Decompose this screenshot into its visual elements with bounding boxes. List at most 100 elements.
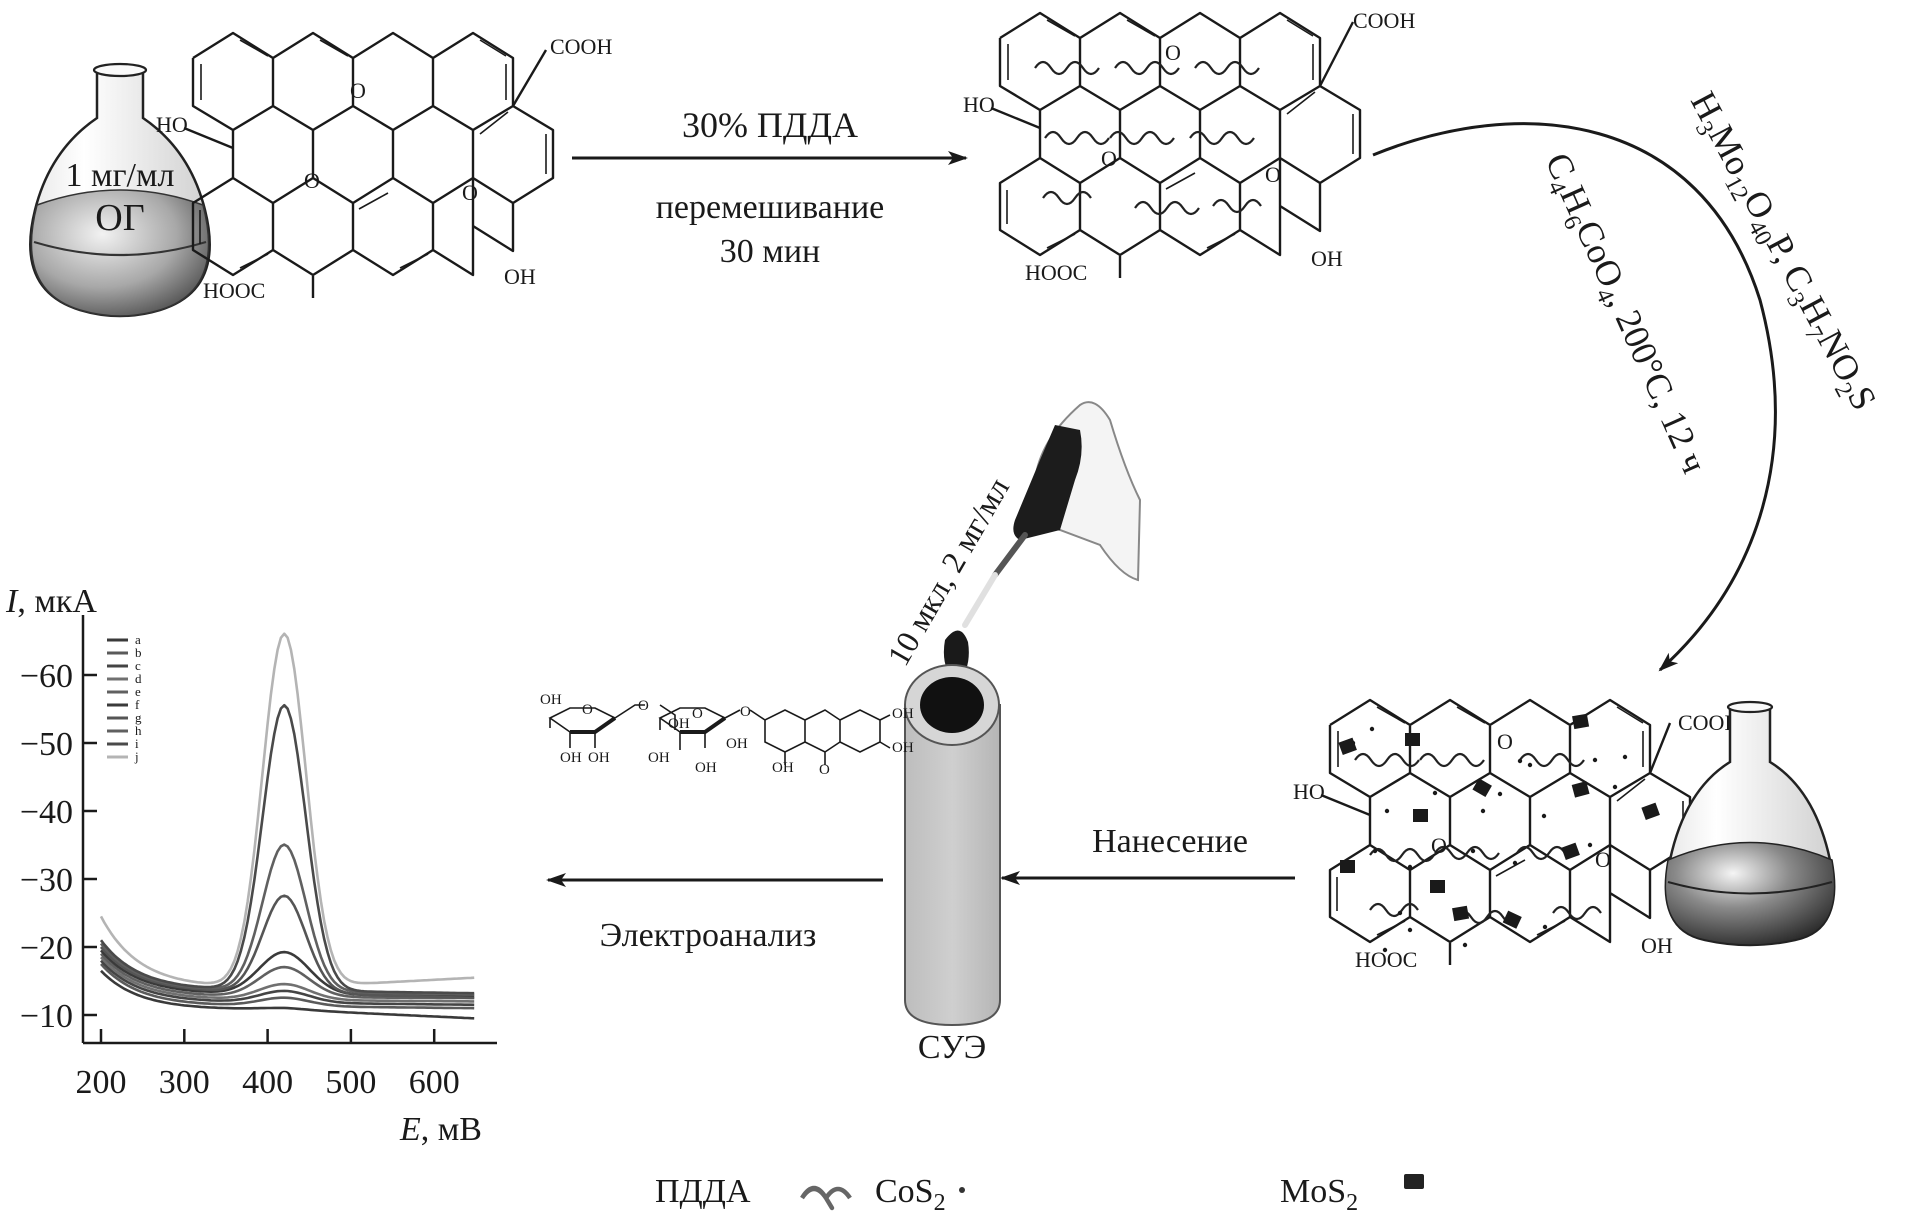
molecule-group: O (692, 706, 703, 722)
group-epoxide-o: O (1165, 40, 1181, 65)
group-epoxide-o: O (1265, 162, 1281, 187)
group-epoxide-o: O (1101, 146, 1117, 171)
x-tick-label: 600 (409, 1064, 460, 1101)
x-tick-label: 200 (76, 1064, 127, 1101)
y-tick-label: −50 (20, 726, 73, 763)
flask-concentration-label: 1 мг/мл (66, 157, 175, 194)
group-hooc: HOOC (203, 278, 265, 303)
x-axis-label: E, мВ (399, 1111, 482, 1148)
arrow-deposition: Нанесение (1000, 823, 1295, 885)
composite-structure: COOH HO O O O HOOC OH (1293, 698, 1740, 972)
molecule-group: OH (560, 750, 582, 766)
series-line-g (100, 894, 475, 1000)
legend-label-i: i (135, 736, 139, 751)
group-epoxide-o: O (1497, 729, 1513, 754)
series-line-j (99, 632, 475, 985)
legend-label-b: b (135, 645, 142, 660)
flask-composite (1664, 700, 1836, 947)
group-ho: HO (963, 92, 995, 117)
group-epoxide-o: O (1431, 833, 1447, 858)
molecule-group: OH (772, 760, 794, 776)
time-label: 30 мин (720, 233, 820, 270)
x-tick-label: 400 (242, 1064, 293, 1101)
series-line-a (100, 969, 475, 1020)
molecule-group: O (582, 702, 593, 718)
legend-label: ПДДА (655, 1173, 751, 1210)
group-epoxide-o: O (1595, 847, 1611, 872)
mos2-particles (1338, 713, 1660, 929)
square-icon (1404, 1174, 1424, 1189)
molecule-group: OH (540, 692, 562, 708)
y-tick-label: −20 (20, 930, 73, 967)
dot-icon (959, 1187, 965, 1193)
legend-label-c: c (135, 658, 141, 673)
molecule-group: O (819, 762, 830, 778)
curved-arrow-hydrothermal: H3Mo12O40P, C3H7NO2S C4H6CoO4, 200°C, 12… (1372, 85, 1885, 672)
pdda-graphene-oxide-structure: COOH HO O O O HOOC OH (963, 8, 1415, 285)
y-tick-label: −30 (20, 862, 73, 899)
group-ho: HO (156, 112, 188, 137)
glassy-carbon-electrode: СУЭ (904, 664, 1001, 1066)
molecule-group: OH (892, 740, 914, 756)
molecule-group: OH (695, 760, 717, 776)
reagent-label: 30% ПДДА (682, 105, 858, 145)
legend-label-j: j (134, 749, 139, 764)
cobalt-precursor-condition-label: C4H6CoO4, 200°C, 12 ч (1532, 147, 1715, 481)
group-oh: OH (1641, 933, 1673, 958)
pdda-chains (1354, 752, 1602, 925)
series-line-c (100, 959, 475, 1007)
bottom-legend: ПДДА CoS2 MoS2 (655, 1173, 1424, 1216)
legend-label-a: a (135, 632, 141, 647)
group-oh: OH (504, 264, 536, 289)
legend-item-pdda: ПДДА (655, 1173, 852, 1211)
group-hooc: HOOC (1355, 947, 1417, 972)
precursor-label: H3Mo12O40P, C3H7NO2S (1678, 85, 1885, 419)
y-tick-label: −60 (20, 658, 73, 695)
group-ho: HO (1293, 779, 1325, 804)
deposition-label: Нанесение (1092, 823, 1248, 860)
molecule-group: OH (648, 750, 670, 766)
electrode-label: СУЭ (918, 1029, 986, 1066)
condition-label: перемешивание (656, 189, 885, 226)
legend-label: MoS2 (1280, 1173, 1358, 1216)
group-oh: OH (1311, 246, 1343, 271)
series-line-b (100, 963, 475, 1010)
arrow-electroanalysis: Электроанализ (546, 873, 883, 954)
group-cooh: COOH (550, 34, 612, 59)
series-line-d (100, 956, 475, 1003)
flask-content-label: ОГ (95, 197, 144, 239)
pipette-with-hand: 10 мкл, 2 мг/мл (880, 401, 1142, 685)
y-axis-label: I, мкА (5, 583, 97, 620)
legend-item-cos2: CoS2 (875, 1173, 965, 1216)
x-tick-label: 300 (159, 1064, 210, 1101)
molecule-group: OH (726, 736, 748, 752)
group-cooh: COOH (1353, 8, 1415, 33)
molecule-group: OH (668, 716, 690, 732)
wave-icon (800, 1185, 852, 1211)
group-epoxide-o: O (350, 78, 366, 103)
legend-label-f: f (135, 697, 140, 712)
legend-label: CoS2 (875, 1173, 946, 1216)
legend-label-h: h (135, 723, 142, 738)
legend-label-d: d (135, 671, 142, 686)
graphene-oxide-structure: COOH HO O O O HOOC OH (156, 31, 612, 303)
series-line-e (100, 952, 475, 1000)
x-tick-label: 500 (325, 1064, 376, 1101)
molecule-group: OH (588, 750, 610, 766)
group-epoxide-o: O (462, 180, 478, 205)
electroanalysis-label: Электроанализ (600, 917, 817, 954)
molecule-group: O (638, 698, 649, 714)
series-line-i (99, 703, 475, 995)
legend-item-mos2: MoS2 (1280, 1173, 1424, 1216)
series-line-f (100, 949, 475, 998)
arrow-pdda-mixing: 30% ПДДА перемешивание 30 мин (572, 105, 968, 270)
molecule-group: OH (892, 706, 914, 722)
analyte-molecule: OH O O OH OH OH OH OH OH O O OH OH OH O (540, 692, 914, 778)
y-tick-label: −40 (20, 794, 73, 831)
legend-label-e: e (135, 684, 141, 699)
group-epoxide-o: O (304, 168, 320, 193)
cos2-particles (1350, 726, 1628, 953)
pdda-chains (1034, 60, 1262, 216)
